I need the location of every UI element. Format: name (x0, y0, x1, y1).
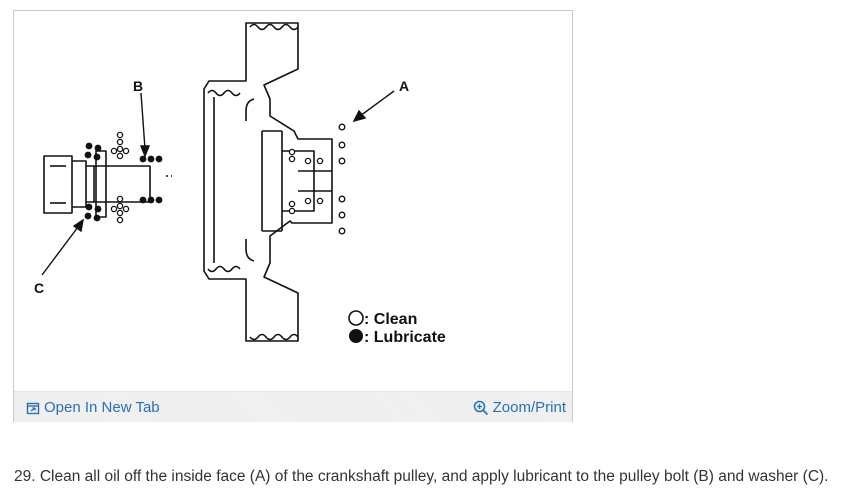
washer (95, 150, 107, 218)
groove-left-top (207, 89, 241, 97)
crankshaft-pulley-outline (203, 22, 333, 342)
pulley-diagram: B A C : Clean : Lubricate (34, 22, 446, 346)
open-in-new-tab-label: Open In New Tab (44, 399, 160, 416)
groove-top (249, 23, 299, 31)
open-in-new-tab-link[interactable]: Open In New Tab (26, 399, 160, 416)
zoom-icon (473, 400, 488, 415)
callout-c: C (34, 280, 44, 296)
legend-clean-symbol (348, 310, 364, 326)
clean-dots (110, 123, 346, 235)
legend-lubricate-label: : Lubricate (364, 329, 446, 346)
figure-toolbar: Open In New Tab Zoom/Print (14, 391, 572, 422)
callout-a: A (399, 78, 409, 94)
lubricate-dots (84, 142, 163, 222)
hub-outline (261, 130, 315, 232)
legend-clean-label: : Clean (364, 311, 417, 328)
new-tab-icon (26, 402, 40, 414)
step-caption: 29. Clean all oil off the inside face (A… (14, 468, 829, 485)
pulley-bolt (43, 155, 151, 214)
callout-b: B (133, 78, 143, 94)
groove-bottom (249, 333, 299, 341)
groove-left-bottom (207, 265, 241, 273)
figure-box: B A C : Clean : Lubricate Open In New Ta… (13, 10, 573, 422)
zoom-print-link[interactable]: Zoom/Print (473, 399, 566, 416)
zoom-print-label: Zoom/Print (492, 399, 566, 416)
legend-lubricate-symbol (349, 329, 363, 343)
